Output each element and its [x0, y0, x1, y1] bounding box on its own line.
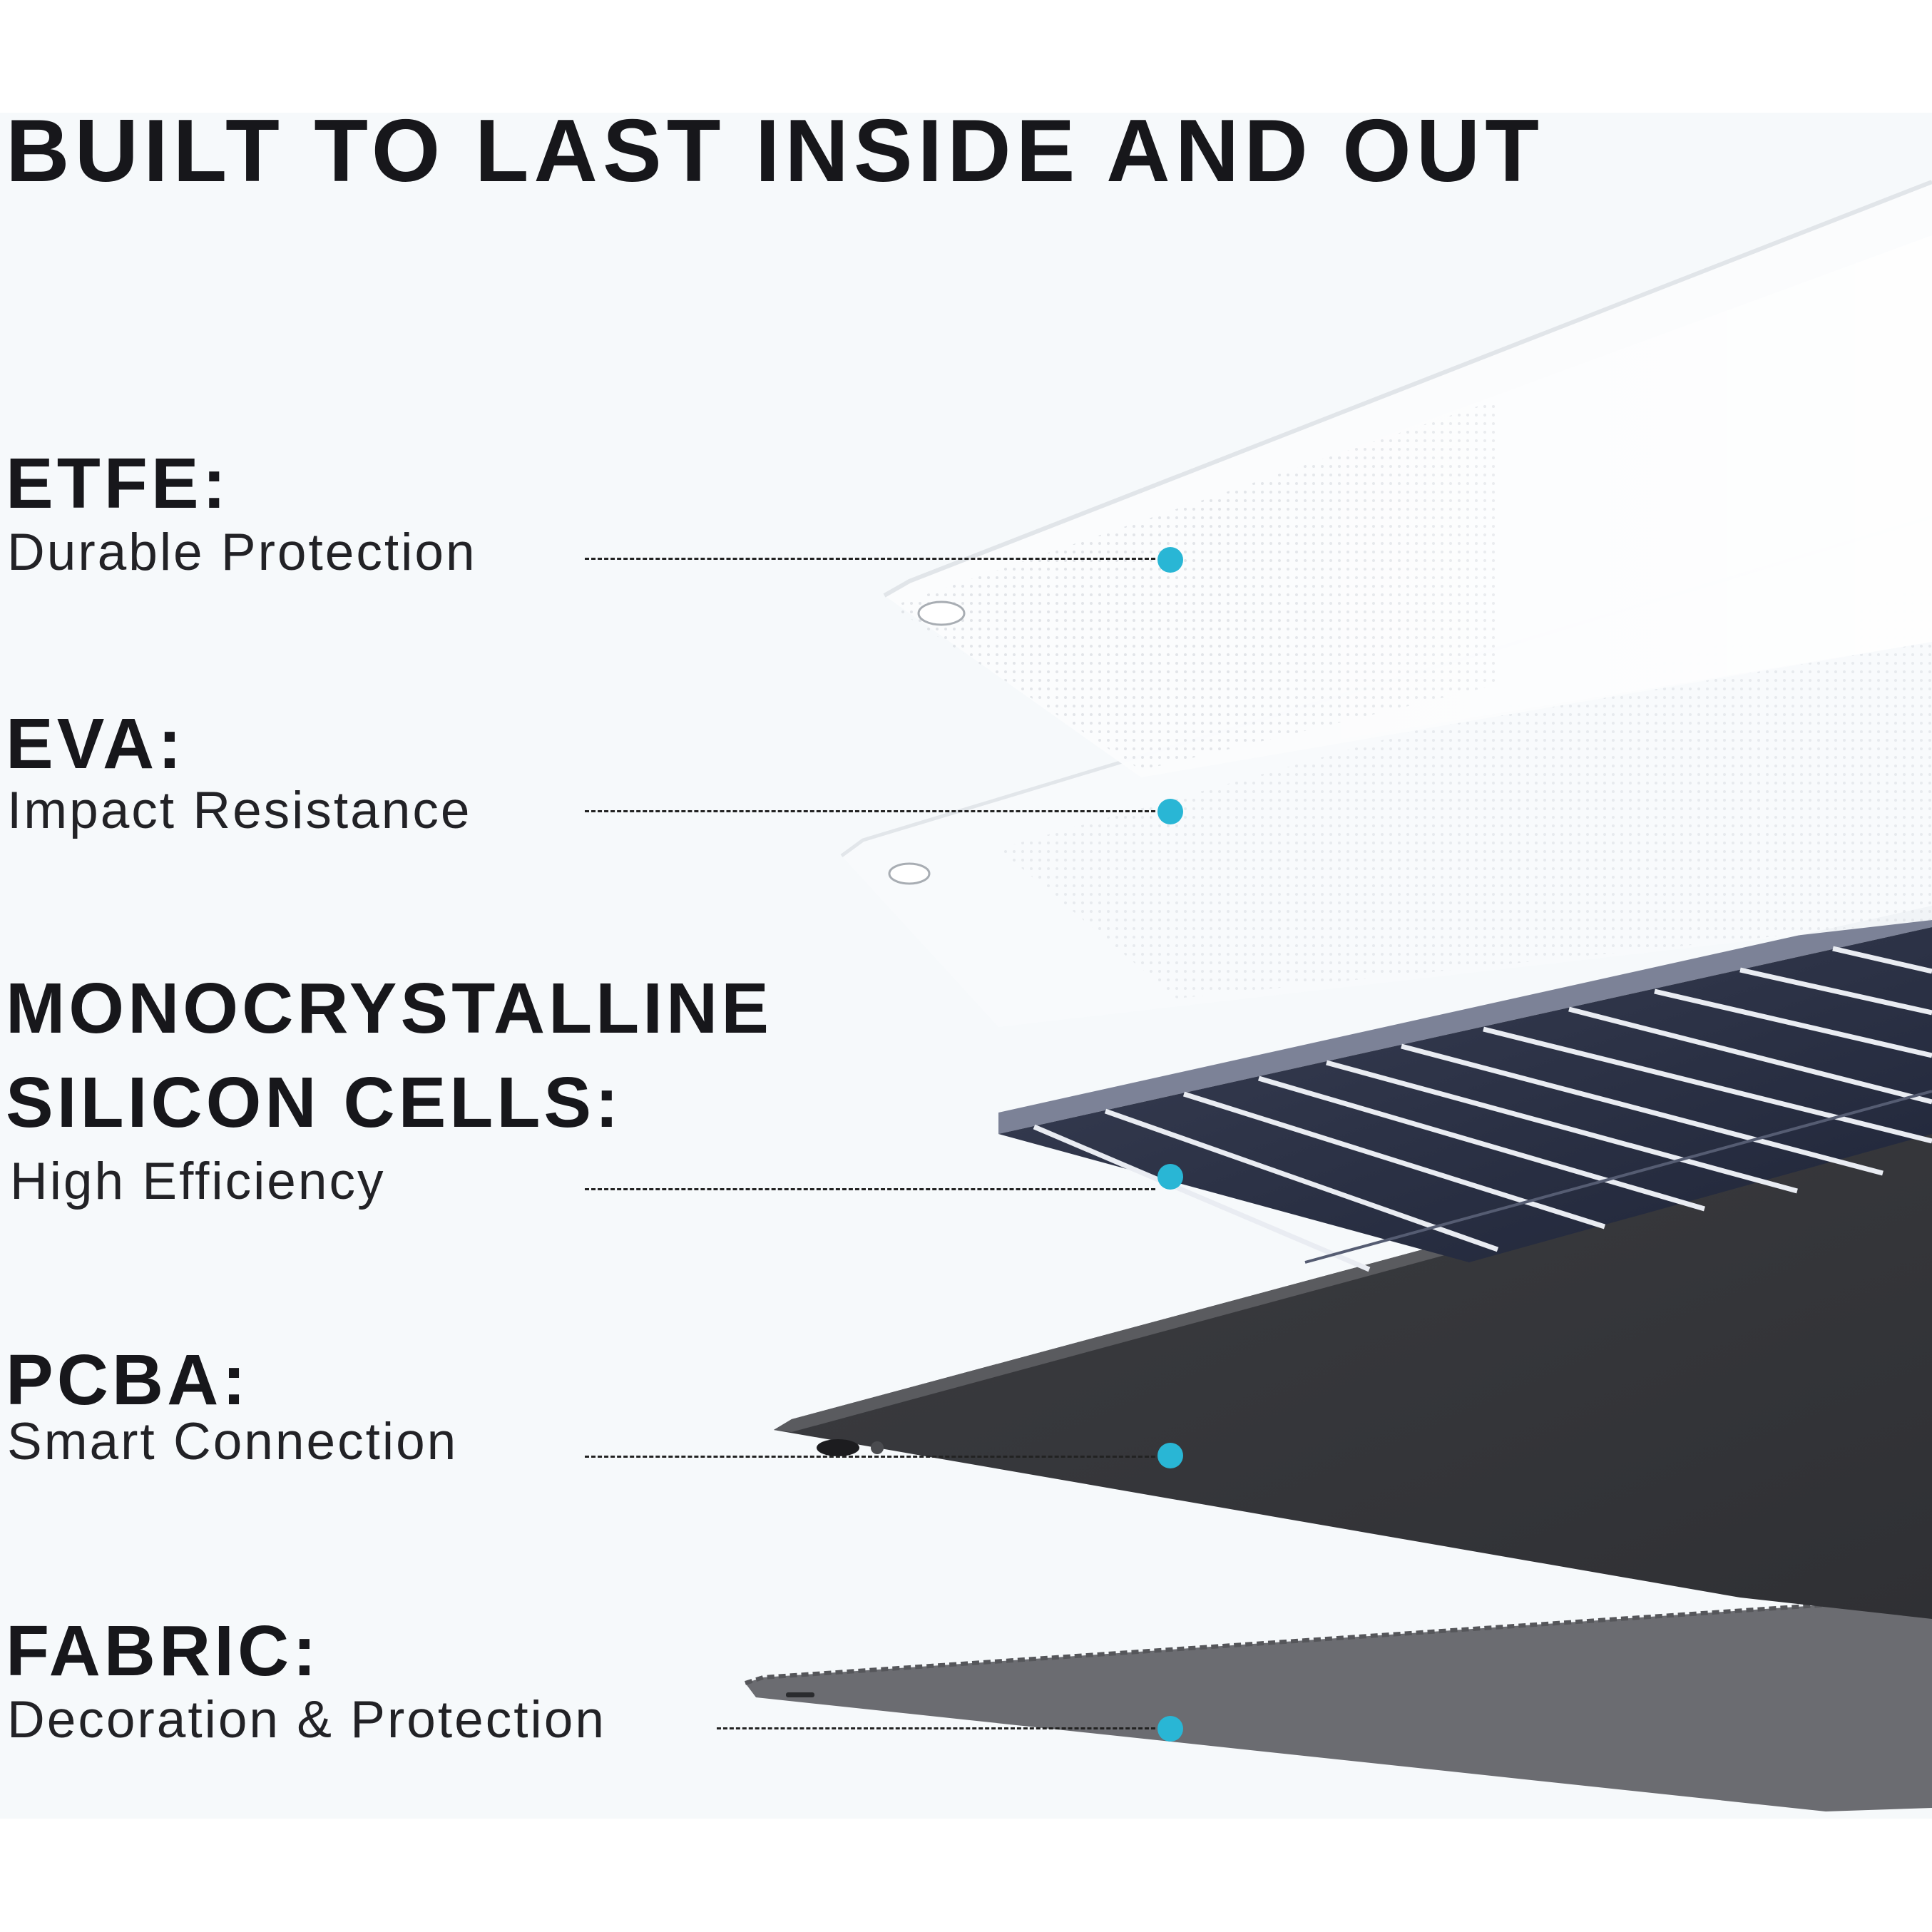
callout-dot-icon — [1157, 547, 1183, 573]
layer-subtitle-fabric: Decoration & Protection — [7, 1691, 606, 1749]
etfe-layer — [883, 180, 1932, 777]
layer-label-eva: EVA: — [6, 704, 185, 784]
leader-line-fabric — [717, 1727, 1155, 1729]
leader-line-mono-silicon — [585, 1188, 1155, 1190]
solar-cell-layer — [998, 906, 1932, 1272]
layer-label-line-1: MONOCRYSTALLINE — [6, 968, 772, 1048]
layer-label-pcba: PCBA: — [6, 1340, 250, 1420]
layer-label-line-2: SILICON CELLS: — [6, 1063, 623, 1143]
layer-subtitle-pcba: Smart Connection — [7, 1413, 459, 1471]
callout-dot-icon — [1157, 1716, 1183, 1742]
layer-label-etfe: ETFE: — [6, 444, 230, 523]
callout-dot-icon — [1157, 1443, 1183, 1468]
page-title: BUILT TO LAST INSIDE AND OUT — [6, 102, 1544, 200]
layer-label-fabric: FABRIC: — [6, 1611, 320, 1691]
leader-line-pcba — [585, 1456, 1155, 1458]
layer-subtitle-etfe: Durable Protection — [7, 523, 477, 581]
fabric-layer — [745, 1595, 1932, 1811]
layer-subtitle-mono-silicon: High Efficiency — [10, 1152, 386, 1210]
leader-line-etfe — [585, 558, 1155, 560]
layer-label-mono-silicon: MONOCRYSTALLINE SILICON CELLS: — [6, 961, 772, 1150]
callout-dot-icon — [1157, 799, 1183, 824]
callout-dot-icon — [1157, 1164, 1183, 1190]
leader-line-eva — [585, 810, 1155, 812]
layer-subtitle-eva: Impact Resistance — [7, 782, 472, 839]
